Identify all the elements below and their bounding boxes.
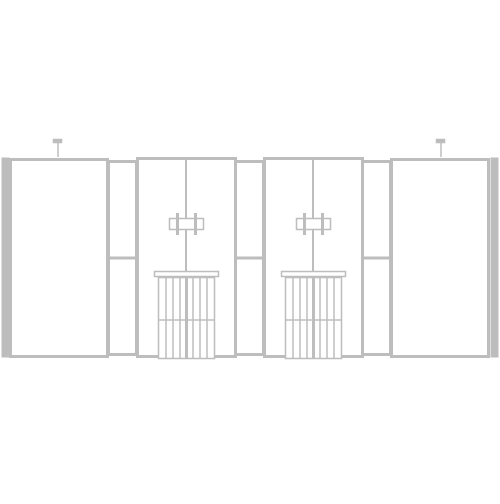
left-graphic-panel bbox=[9, 158, 109, 358]
connector-panel-left bbox=[107, 160, 138, 356]
connector-panel-right bbox=[361, 160, 392, 356]
right-spotlight bbox=[435, 138, 446, 157]
right-end-post bbox=[490, 157, 499, 358]
left-spotlight bbox=[52, 138, 63, 157]
right-graphic-panel bbox=[390, 158, 490, 358]
counter-kiosk-right bbox=[280, 270, 347, 360]
monitor-mount-left bbox=[168, 213, 205, 235]
counter-kiosk-left bbox=[153, 270, 220, 360]
connector-panel-center bbox=[234, 160, 265, 356]
monitor-mount-right bbox=[295, 213, 332, 235]
left-end-post bbox=[1, 157, 10, 358]
tv-bay-right bbox=[263, 157, 364, 358]
